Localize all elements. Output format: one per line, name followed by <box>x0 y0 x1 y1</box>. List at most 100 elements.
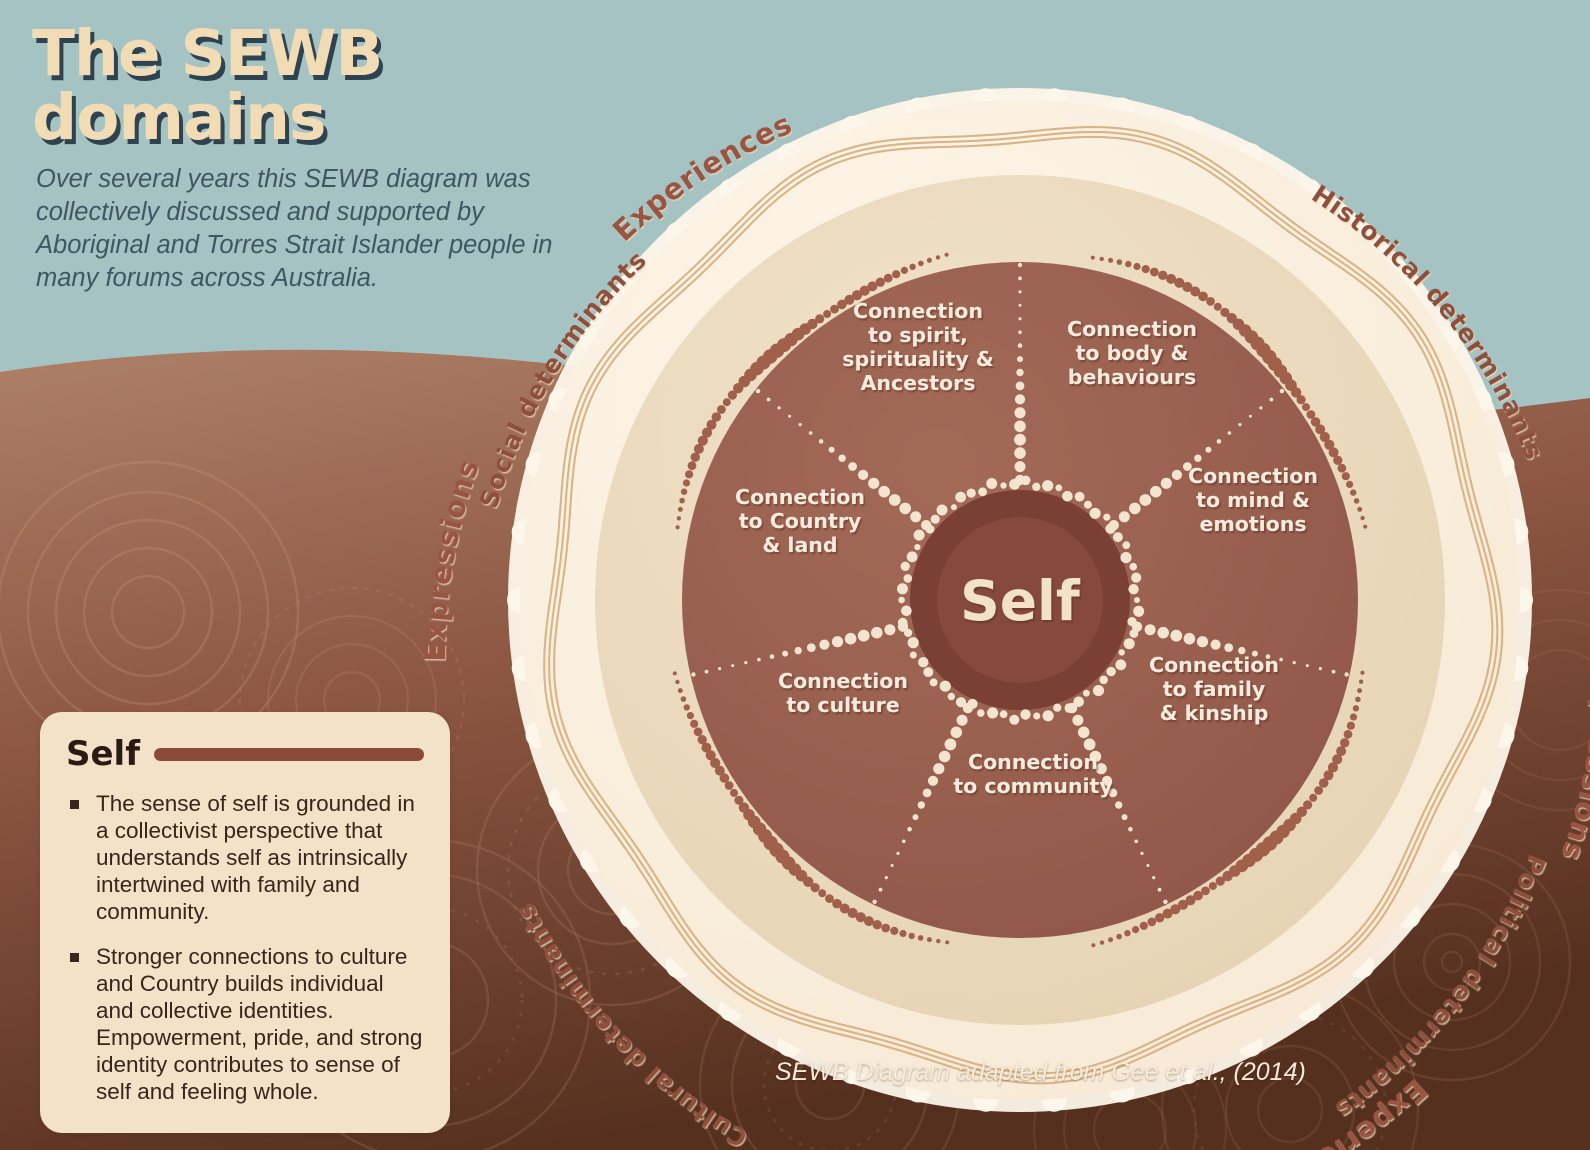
boundary-dot <box>839 903 850 914</box>
spoke-dot <box>917 801 925 809</box>
boundary-dot <box>680 696 687 702</box>
segment-label-line: & land <box>762 533 837 557</box>
self-ring-dot <box>1073 696 1084 708</box>
boundary-dot <box>1116 933 1122 940</box>
wave-line <box>543 125 1504 1085</box>
source-caption: SEWB Diagram adapted from Gee et al., (2… <box>775 1058 1306 1086</box>
boundary-dot <box>1341 472 1350 481</box>
self-ring-dot <box>950 504 957 511</box>
spoke-dot <box>1121 814 1128 821</box>
boundary-dot <box>1306 410 1316 419</box>
self-ring-dot <box>1106 666 1116 677</box>
spoke-dot <box>848 462 857 471</box>
boundary-dot <box>687 461 697 471</box>
spoke-dot <box>933 763 945 775</box>
spoke-dot <box>1115 801 1123 809</box>
self-ring-dot <box>1115 659 1127 671</box>
spoke-dot <box>1018 330 1022 335</box>
boundary-dot <box>677 506 683 512</box>
boundary-dot <box>872 920 882 930</box>
boundary-dot <box>675 679 680 685</box>
self-card-header: Self <box>66 734 424 774</box>
self-ring-dot <box>1062 491 1073 502</box>
spoke-dot <box>769 654 775 659</box>
boundary-dot <box>847 907 858 919</box>
boundary-dot <box>685 470 694 479</box>
spoke-dot <box>808 431 813 435</box>
self-ring-dot <box>914 544 921 551</box>
boundary-dot <box>1177 899 1189 910</box>
boundary-dot <box>714 765 725 776</box>
self-ring-dot <box>901 605 912 617</box>
self-ring-dot <box>1042 480 1054 492</box>
spoke-dot <box>1216 439 1222 444</box>
self-ring-dot <box>1083 689 1090 697</box>
boundary-dot <box>926 257 932 263</box>
boundary-dot <box>697 735 707 745</box>
self-card-bullet-text: Stronger connections to culture and Coun… <box>96 944 423 1104</box>
segment-label-line: Connection <box>1188 464 1318 488</box>
segment-label-line: & kinship <box>1160 701 1269 725</box>
wave-lines <box>543 125 1504 1085</box>
spoke-dot <box>806 643 816 652</box>
segment-label-line: to Country <box>739 509 862 533</box>
boundary-dot <box>867 281 878 292</box>
spoke-dot <box>1318 667 1322 671</box>
spoke-dot <box>912 814 919 821</box>
boundary-dot <box>1333 455 1343 465</box>
self-ring-dot <box>1105 523 1116 534</box>
boundary-dot <box>855 912 866 923</box>
boundary-dot <box>710 757 721 769</box>
boundary-dot <box>724 781 734 790</box>
boundary-dot <box>859 285 870 296</box>
segment-label-line: Connection <box>968 750 1098 774</box>
spoke-dot <box>798 423 802 427</box>
self-ring-dot <box>1129 562 1138 571</box>
boundary-dot <box>1355 696 1361 703</box>
boundary-dot <box>1215 876 1225 886</box>
spoke-dot <box>1134 839 1138 844</box>
boundary-dot <box>1309 793 1318 802</box>
boundary-dot <box>730 788 738 797</box>
spoke-dot <box>1251 650 1258 657</box>
spoke-dot <box>1140 851 1144 856</box>
self-ring-dot <box>1112 532 1123 543</box>
boundary-dot <box>1099 940 1105 945</box>
self-info-card: Self The sense of self is grounded in a … <box>40 712 450 1133</box>
self-ring-dot <box>978 487 987 497</box>
segment-label-line: to body & <box>1076 341 1189 365</box>
self-ring-dot <box>1000 482 1007 489</box>
boundary-dot <box>1360 670 1365 675</box>
spoke-dot <box>1101 775 1113 786</box>
boundary-dot <box>679 497 685 504</box>
segment-label-line: to community <box>953 774 1112 798</box>
boundary-dot <box>1185 895 1196 906</box>
boundary-dot <box>727 390 738 400</box>
boundary-dot <box>1296 395 1306 405</box>
self-ring-dot <box>904 628 913 638</box>
self-ring-dot <box>897 617 908 628</box>
boundary-dot <box>1340 738 1350 748</box>
boundary-dot <box>1337 463 1347 473</box>
boundary-dot <box>818 889 827 898</box>
self-card-bullet: The sense of self is grounded in a colle… <box>66 790 424 925</box>
boundary-dot <box>701 742 712 753</box>
self-ring-dot <box>903 574 913 583</box>
boundary-dot <box>1147 917 1157 927</box>
self-ring-dot <box>1127 617 1137 627</box>
boundary-dot <box>832 898 842 909</box>
spoke-dot <box>788 414 792 418</box>
page-title: The SEWB domains <box>32 17 383 155</box>
boundary-dot <box>1310 417 1321 427</box>
spoke-dot <box>868 477 880 489</box>
boundary-dot <box>1360 515 1365 521</box>
boundary-dot <box>1133 262 1141 271</box>
spoke-dot <box>844 632 857 645</box>
outer-label-expressions-right: Expressions <box>1554 658 1590 865</box>
self-ring-dot <box>966 488 976 498</box>
boundary-dot <box>1091 943 1096 948</box>
spoke-dot <box>1016 368 1024 377</box>
boundary-dot <box>944 252 949 257</box>
spoke-dot <box>1183 462 1192 471</box>
